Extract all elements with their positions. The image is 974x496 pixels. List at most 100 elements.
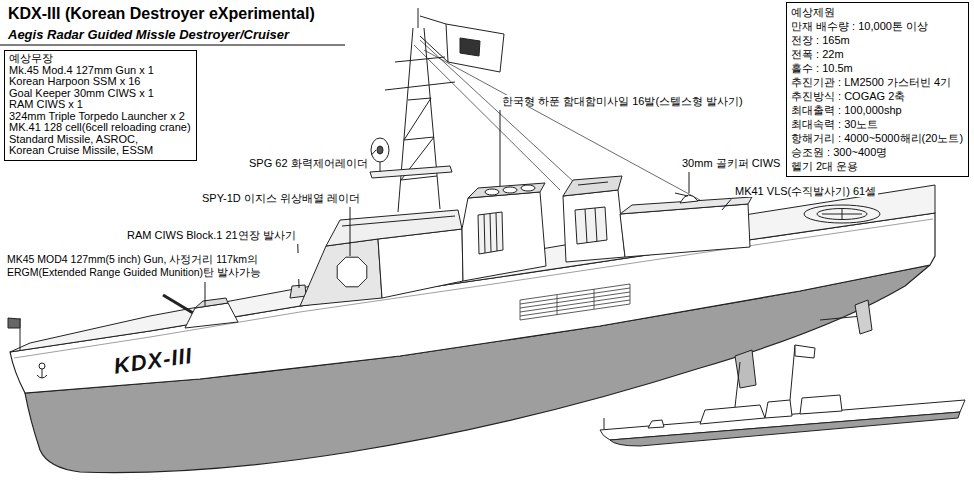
- spec-line: 전폭 : 22m: [791, 47, 963, 61]
- aft-superstructure: [563, 176, 752, 262]
- spec-box: 예상제원만재 배수량 : 10,000톤 이상전장 : 165m전폭 : 22m…: [786, 2, 969, 177]
- forward-superstructure: [496, 213, 497, 251]
- helideck: [842, 208, 843, 220]
- aft-superstructure: [575, 207, 607, 244]
- callout-label: MK41 VLS(수직발사기) 61셀: [733, 185, 878, 198]
- spec-line: 헬기 2대 운용: [791, 159, 963, 173]
- forward-superstructure: [337, 257, 367, 287]
- mast: [424, 28, 440, 209]
- label-text: 30mm 골키퍼 CIWS: [680, 157, 782, 169]
- hull-louvers: [594, 289, 595, 309]
- mast: [401, 176, 437, 180]
- forward-superstructure: [378, 229, 463, 298]
- bow-details: [37, 369, 47, 378]
- helideck: [817, 209, 867, 220]
- aft-superstructure: [595, 208, 597, 242]
- leader-line: [689, 172, 690, 193]
- flag: [420, 36, 448, 62]
- bow-details: [39, 363, 45, 369]
- rigging-line: [424, 50, 700, 200]
- hull-louvers: [520, 300, 521, 320]
- profile-silhouette: [735, 362, 740, 407]
- hull-louvers: [520, 296, 630, 312]
- hull-louvers: [630, 284, 631, 304]
- callout-label: 한국형 하푼 함대함미사일 16발(스텔스형 발사기): [500, 95, 745, 108]
- forward-superstructure: [490, 213, 491, 252]
- mast: [377, 146, 383, 154]
- aft-superstructure: [578, 182, 608, 185]
- spec-line: 최대속력 : 30노트: [791, 117, 963, 131]
- title-underline: [0, 45, 345, 46]
- label-text: SPG 62 화력제어레이더: [247, 157, 370, 169]
- spec-line: 324mm Triple Torpedo Launcher x 2: [9, 111, 191, 123]
- label-text: 한국형 하푼 함대함미사일 16발(스텔스형 발사기): [500, 95, 745, 107]
- hull-louvers: [520, 288, 630, 304]
- aft-superstructure: [563, 176, 622, 196]
- spec-line: Korean Cruise Missile, ESSM: [9, 145, 191, 157]
- mast: [371, 138, 389, 162]
- helideck: [804, 205, 880, 223]
- flag: [420, 16, 446, 24]
- forward-superstructure: [342, 216, 455, 226]
- aft-superstructure: [680, 195, 698, 203]
- forward-superstructure: [300, 239, 382, 306]
- mast: [398, 28, 413, 212]
- profile-silhouette: [610, 412, 960, 446]
- leader-line: [500, 110, 501, 186]
- mast: [385, 82, 455, 90]
- spec-line: Mk.45 Mod.4 127mm Gun x 1: [9, 65, 191, 77]
- bow-details: [8, 318, 20, 328]
- spec-line: MK.41 128 cell(6cell reloading crane): [9, 122, 191, 134]
- callout-label: SPY-1D 이지스 위상배열 레이더: [200, 192, 362, 205]
- rudder-propeller: [735, 300, 872, 388]
- spec-line: RAM CIWS x 1: [9, 99, 191, 111]
- callout-label: 30mm 골키퍼 CIWS: [680, 157, 782, 170]
- profile-silhouette: [604, 418, 605, 429]
- forward-superstructure: [484, 214, 485, 253]
- subtitle: Aegis Radar Guided Missle Destroyer/Crui…: [8, 27, 289, 43]
- mast: [404, 137, 434, 140]
- profile-silhouette: [700, 405, 765, 424]
- spec-line: 항해거리 : 4000~5000해리(20노트): [791, 131, 963, 145]
- ram-launcher: [290, 285, 306, 298]
- profile-silhouette: [790, 345, 795, 400]
- spec-line: 추진기관 : LM2500 가스터빈 4기: [791, 75, 963, 89]
- hull-louvers: [520, 304, 630, 320]
- ram-launcher: [290, 285, 306, 298]
- forward-superstructure: [326, 210, 462, 246]
- leader-line: [372, 150, 376, 155]
- aft-superstructure: [675, 193, 688, 196]
- mast: [370, 166, 452, 178]
- hull-louvers: [520, 292, 630, 308]
- label-text: SPY-1D 이지스 위상배열 레이더: [200, 192, 362, 204]
- profile-silhouette: [765, 400, 792, 418]
- forward-superstructure: [478, 212, 503, 254]
- mast: [404, 98, 431, 140]
- leader-line: [205, 282, 206, 306]
- spec-line: 흘수 : 10.5m: [791, 61, 963, 75]
- leader-line: [722, 199, 731, 210]
- profile-silhouette: [600, 345, 965, 446]
- forward-superstructure: [521, 185, 535, 191]
- label-text: KDX-III: [110, 343, 196, 379]
- hull-louvers: [520, 300, 630, 316]
- mast: [418, 8, 419, 28]
- gun-mount: [195, 298, 228, 308]
- spec-line: 전장 : 165m: [791, 33, 963, 47]
- helideck: [804, 205, 880, 223]
- mast: [380, 162, 381, 172]
- hull-marking: KDX-III: [110, 343, 196, 380]
- callout-label: MK45 MOD4 127mm(5 inch) Gun, 사정거리 117km의…: [5, 253, 305, 279]
- callout-label: SPG 62 화력제어레이더: [247, 157, 370, 170]
- flag: [420, 16, 504, 72]
- rudder-propeller: [855, 300, 872, 334]
- spec-line: Korean Harpoon SSM x 16: [9, 76, 191, 88]
- mast: [408, 98, 431, 100]
- hull-louvers: [557, 295, 558, 315]
- spec-line: Goal Keeper 30mm CIWS x 1: [9, 88, 191, 100]
- aft-superstructure: [563, 190, 625, 262]
- label-text: MK45 MOD4 127mm(5 inch) Gun, 사정거리 117km의…: [5, 253, 305, 279]
- mast: [370, 8, 455, 212]
- box-heading: 예상무장: [9, 53, 191, 65]
- profile-silhouette: [795, 345, 815, 358]
